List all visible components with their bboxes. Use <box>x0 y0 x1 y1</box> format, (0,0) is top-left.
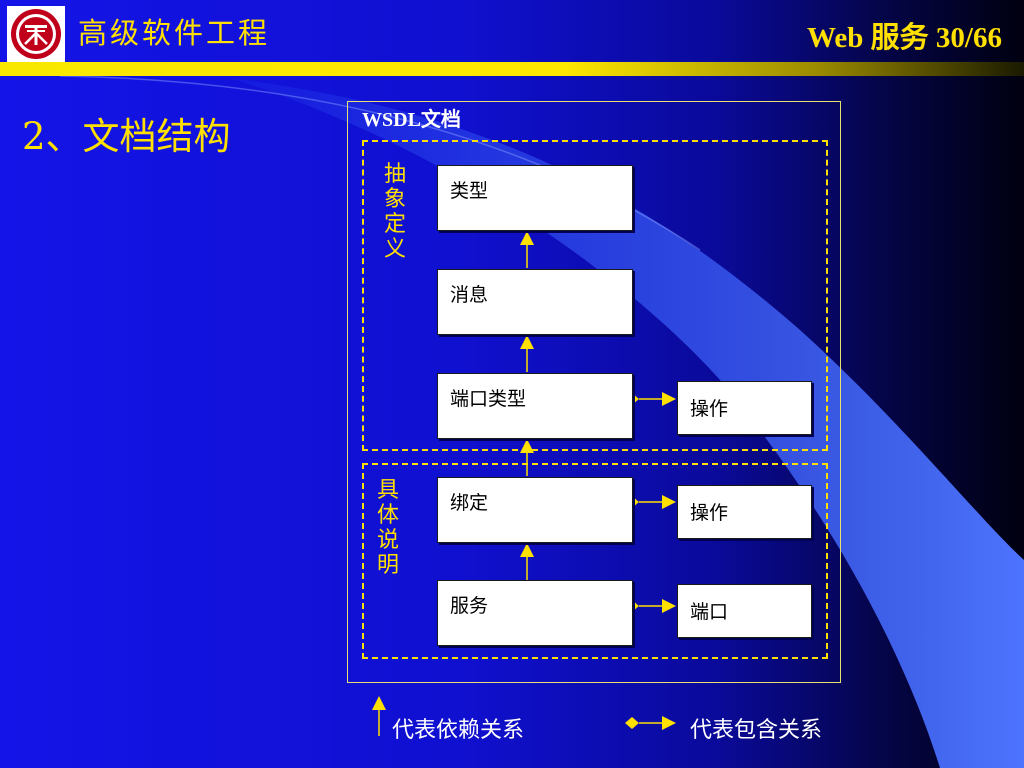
legend-containment-text: 代表包含关系 <box>690 718 823 743</box>
section-title: 2、文档结构 <box>22 115 231 158</box>
node-port-type-operation: 操作 <box>677 381 812 435</box>
wsdl-document-label: WSDL文档 <box>362 109 461 131</box>
node-binding: 绑定 <box>437 477 633 543</box>
seal-icon <box>11 9 61 59</box>
course-title: 高级软件工程 <box>78 16 271 50</box>
abstract-definition-region <box>362 140 828 451</box>
university-logo <box>7 6 65 62</box>
abstract-definition-label: 抽象定义 <box>383 162 406 262</box>
node-message: 消息 <box>437 269 633 335</box>
node-service: 服务 <box>437 580 633 646</box>
wsdl-document-frame <box>347 101 841 683</box>
legend-dependency-symbol <box>372 696 386 736</box>
node-types: 类型 <box>437 165 633 231</box>
concrete-description-region <box>362 463 828 659</box>
page-number: Web 服务 30/66 <box>807 22 1002 54</box>
dependency-arrow-porttype-to-message <box>520 335 534 372</box>
concrete-description-label: 具体说明 <box>376 478 399 578</box>
header-divider-bar <box>0 62 1024 76</box>
node-port-type: 端口类型 <box>437 373 633 439</box>
dependency-arrow-message-to-types <box>520 231 534 268</box>
dependency-arrow-service-to-binding <box>520 543 534 580</box>
node-service-port: 端口 <box>677 584 812 638</box>
legend-dependency-text: 代表依赖关系 <box>392 718 525 743</box>
node-binding-operation: 操作 <box>677 485 812 539</box>
dependency-arrow-binding-to-porttype <box>520 439 534 476</box>
legend-containment-symbol <box>625 716 676 730</box>
